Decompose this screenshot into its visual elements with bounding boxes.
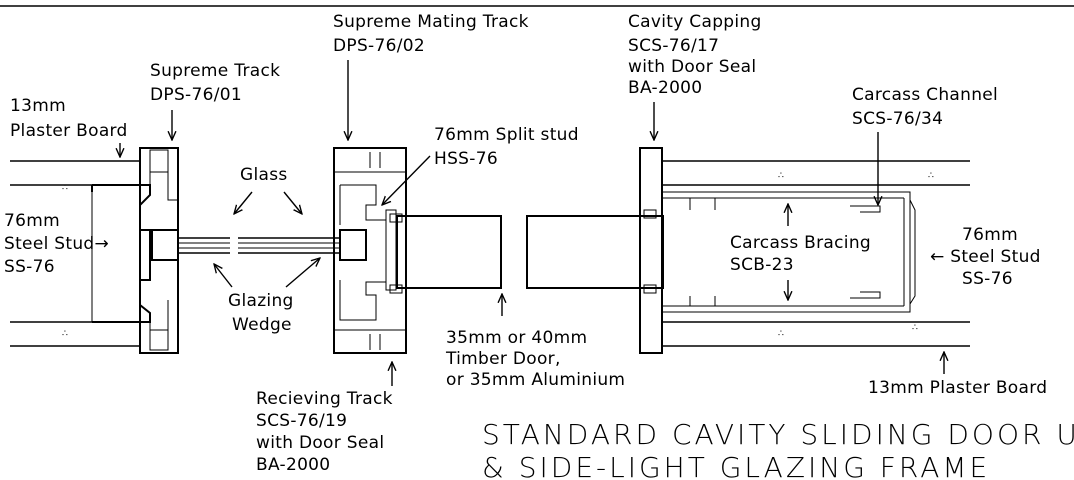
receiving-track-label-1: Recieving Track: [256, 389, 393, 409]
split-stud-label-2: HSS-76: [434, 149, 498, 169]
carcass-channel-label-1: Carcass Channel: [852, 85, 998, 105]
cavity-capping-label-3: with Door Seal: [628, 57, 756, 77]
steel-stud-right-label-1: 76mm: [962, 225, 1018, 245]
plaster-right-label: 13mm Plaster Board: [868, 378, 1047, 398]
timber-door-label-2: Timber Door,: [445, 349, 561, 369]
svg-text:∴: ∴: [928, 171, 934, 181]
svg-text:∴: ∴: [778, 329, 784, 339]
plaster-left-label-1: 13mm: [10, 96, 66, 116]
glazing-wedge-label-1: Glazing: [228, 291, 294, 311]
svg-text:∴: ∴: [912, 323, 918, 333]
glass-label: Glass: [240, 165, 288, 185]
receiving-track-label-2: SCS-76/19: [256, 411, 347, 431]
supreme-mating-label-2: DPS-76/02: [333, 36, 425, 56]
steel-stud-right-label-2: ← Steel Stud: [930, 247, 1041, 267]
carcass-channel-label-2: SCS-76/34: [852, 109, 943, 129]
glazing-wedge-label-2: Wedge: [232, 315, 292, 335]
steel-stud-right-label-3: SS-76: [962, 269, 1013, 289]
svg-text:∴: ∴: [778, 171, 784, 181]
supreme-mating-label-1: Supreme Mating Track: [333, 12, 529, 32]
timber-door-label-1: 35mm or 40mm: [446, 328, 587, 348]
glass-pane: [178, 229, 367, 261]
plaster-left-label-2: Plaster Board: [10, 121, 128, 141]
drawing-title-line-2: & SIDE-LIGHT GLAZING FRAME: [482, 451, 990, 480]
steel-stud-left-label-3: SS-76: [4, 257, 55, 277]
carcass-bracing-label-1: Carcass Bracing: [730, 233, 871, 253]
receiving-track-label-3: with Door Seal: [256, 433, 384, 453]
svg-text:∴: ∴: [62, 329, 68, 339]
steel-stud-left-label-1: 76mm: [4, 211, 60, 231]
supreme-track-label-1: Supreme Track: [150, 61, 280, 81]
steel-stud-left-label-2: Steel Stud→: [4, 234, 109, 254]
split-stud-label-1: 76mm Split stud: [434, 125, 579, 145]
carcass-bracing-label-2: SCB-23: [730, 255, 794, 275]
supreme-track-label-2: DPS-76/01: [150, 85, 242, 105]
receiving-track-label-4: BA-2000: [256, 455, 330, 475]
middle-track-assembly: [333, 147, 407, 354]
cavity-capping-label-1: Cavity Capping: [628, 12, 762, 32]
right-cavity-assembly: ∴ ∴ ∴ ∴: [639, 147, 970, 354]
timber-door: [396, 215, 664, 289]
cavity-capping-label-2: SCS-76/17: [628, 36, 719, 56]
left-wall-assembly: ∴ ∴: [10, 147, 179, 354]
cavity-capping-label-4: BA-2000: [628, 78, 702, 98]
svg-text:∴: ∴: [62, 183, 68, 193]
drawing-title-line-1: STANDARD CAVITY SLIDING DOOR UNIT: [482, 418, 1074, 451]
timber-door-label-3: or 35mm Aluminium: [446, 370, 625, 390]
